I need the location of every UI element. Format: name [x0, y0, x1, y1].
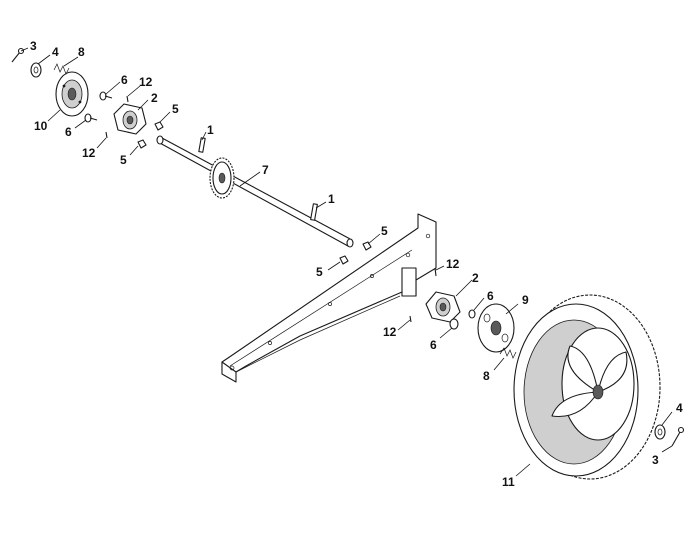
axle [156, 135, 354, 248]
callout-9: 9 [522, 293, 529, 307]
cotter-pin-right [671, 426, 685, 447]
callout-5: 5 [120, 153, 127, 167]
callout-6: 6 [121, 73, 128, 87]
bearing-flange-left [113, 103, 147, 135]
callout-11: 11 [502, 475, 515, 489]
callout-8: 8 [483, 369, 490, 383]
callout-1: 1 [207, 123, 214, 137]
callout-labels: 3 4 8 10 6 12 2 5 6 12 1 5 7 1 5 5 12 2 … [30, 39, 683, 489]
callout-7: 7 [262, 163, 269, 177]
hub-plate-left [55, 71, 89, 117]
callout-2: 2 [472, 271, 479, 285]
side-frame [221, 213, 437, 383]
spring-right [499, 347, 517, 359]
callout-3: 3 [652, 453, 659, 467]
washer-right [654, 424, 666, 440]
callout-6: 6 [487, 289, 494, 303]
callout-4: 4 [52, 45, 59, 59]
callout-12: 12 [383, 325, 397, 339]
washer-left [30, 62, 42, 78]
callout-12: 12 [139, 75, 153, 89]
callout-5: 5 [172, 102, 179, 116]
callout-5: 5 [316, 265, 323, 279]
wheel [513, 294, 661, 480]
callout-2: 2 [151, 91, 158, 105]
callout-4: 4 [676, 401, 683, 415]
nuts-left [105, 95, 164, 149]
pins [198, 137, 372, 265]
callout-12: 12 [446, 257, 460, 271]
spring-left [53, 63, 70, 75]
callout-12: 12 [82, 146, 96, 160]
callout-1: 1 [328, 192, 335, 206]
bearing-flange-right [409, 267, 476, 330]
hub-plate-right [477, 303, 515, 353]
callout-3: 3 [30, 39, 37, 53]
bolts-left [84, 91, 113, 123]
callout-8: 8 [78, 45, 85, 59]
callout-5: 5 [381, 224, 388, 238]
callout-6: 6 [430, 338, 437, 352]
callout-10: 10 [34, 119, 48, 133]
callout-6: 6 [65, 125, 72, 139]
sprocket [209, 157, 235, 199]
leader-lines [20, 47, 673, 477]
